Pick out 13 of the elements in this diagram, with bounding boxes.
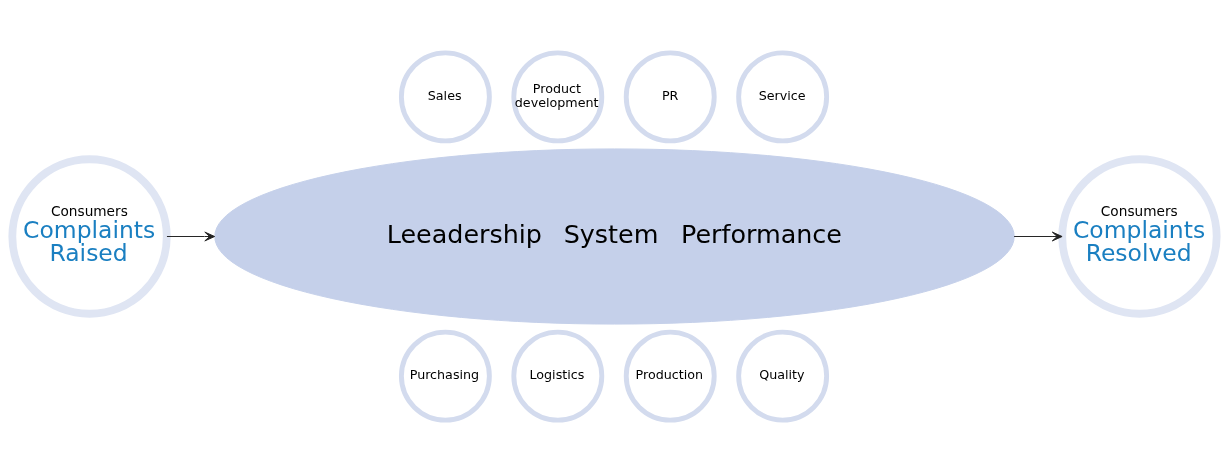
node-circle: Sales (398, 50, 492, 144)
node-circle: Product development (511, 50, 605, 144)
node-circle: Purchasing (398, 329, 492, 423)
node-ellipse: Leeadership System Performance (214, 148, 1015, 325)
node-circle: Service (736, 50, 830, 144)
arrow (166, 231, 216, 242)
node-circle: Consumers Complaints Resolved (1058, 155, 1221, 318)
node-circle: Quality (736, 329, 830, 423)
node-circle: Logistics (511, 329, 605, 423)
arrow (1013, 231, 1063, 242)
node-circle: Production (623, 329, 717, 423)
node-circle: PR (623, 50, 717, 144)
node-circle: Consumers Complaints Raised (8, 155, 171, 318)
